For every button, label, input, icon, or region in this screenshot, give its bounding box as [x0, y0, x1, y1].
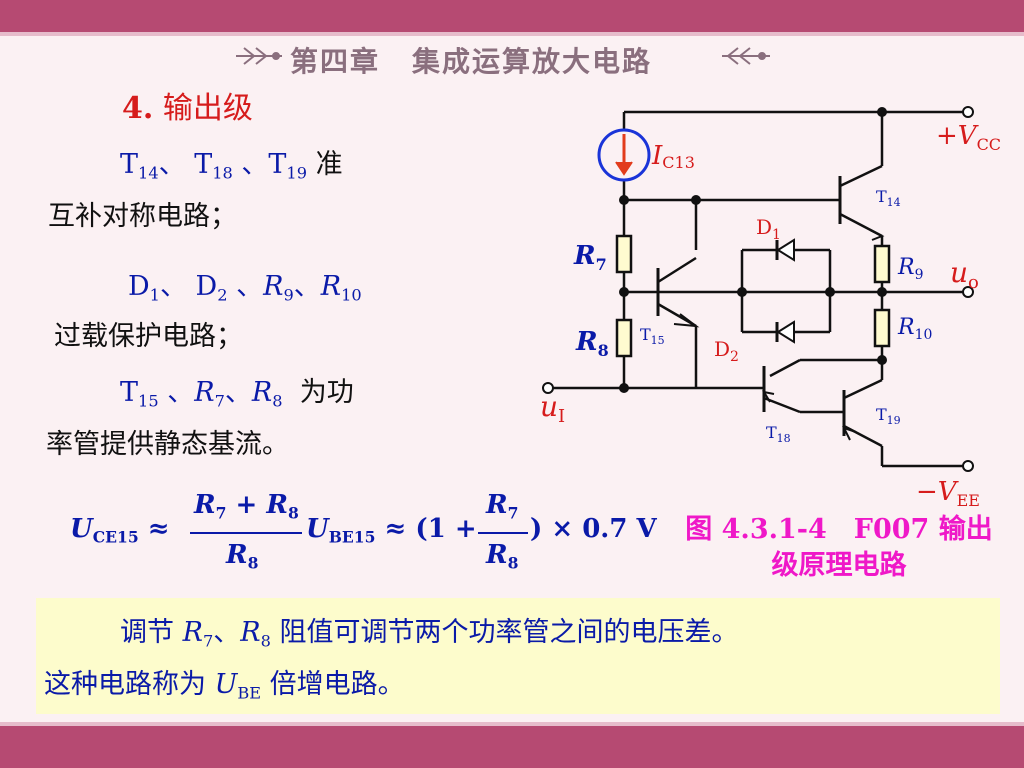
slide-header: 第四章集成运算放大电路: [0, 36, 1024, 80]
label-r7: R7: [573, 241, 607, 274]
label-r9: R9: [897, 255, 924, 283]
section-title: 输出级: [162, 91, 253, 126]
bottom-band: [0, 726, 1024, 768]
paragraph-1-line-2: 互补对称电路；: [48, 201, 237, 232]
formula-tail: ) × 0.7 V: [530, 514, 657, 544]
caption-line-1: 图 4.3.1-4 F007 输出: [685, 514, 993, 545]
left-arrow-ornament-icon: [236, 47, 282, 65]
note-line-2: 这种电路称为 UBE 倍增电路。: [44, 669, 405, 703]
resistor-r7-icon: [615, 234, 633, 274]
uce15-formula: UCE15 ≈ R7 + R8 R8 UBE15 ≈ (1 + R7 R8 ) …: [70, 490, 670, 590]
resistor-r10-icon: [873, 308, 891, 348]
label-r8: R8: [575, 327, 609, 360]
label-uo: uo: [950, 256, 979, 293]
note-box: 调节 R7、R8 阻值可调节两个功率管之间的电压差。 这种电路称为 UBE 倍增…: [36, 598, 1000, 714]
section-number: 4.: [122, 91, 154, 126]
formula-numerator-1: R7 + R8: [194, 490, 299, 523]
paragraph-1-line-1: T14、 T18 、T19 准: [120, 149, 343, 183]
label-ui: uI: [540, 390, 565, 427]
resistor-r9-icon: [873, 244, 891, 284]
label-d1: D1: [756, 215, 781, 243]
top-band-line: [0, 32, 1024, 36]
uo-terminal-icon: [962, 286, 974, 298]
paragraph-2-line-2: 过载保护电路；: [54, 321, 243, 352]
vcc-terminal-icon: [962, 106, 974, 118]
fraction-bar-1: [190, 532, 302, 534]
formula-denominator-1: R8: [226, 540, 259, 573]
header-ornaments: [236, 47, 770, 65]
fraction-bar-2: [478, 532, 528, 534]
chapter-title: 集成运算放大电路: [412, 45, 653, 78]
label-t14: T14: [876, 187, 901, 209]
vee-terminal-icon: [962, 460, 974, 472]
right-arrow-ornament-icon: [722, 47, 770, 65]
formula-numerator-2: R7: [486, 490, 519, 523]
formula-denominator-2: R8: [486, 540, 519, 573]
p3-suffix: 为功: [299, 377, 354, 408]
figure-caption: 图 4.3.1-4 F007 输出 级原理电路: [674, 512, 1004, 584]
resistor-r8-icon: [615, 318, 633, 358]
label-d2: D2: [714, 337, 739, 365]
label-t18: T18: [766, 423, 791, 445]
ui-terminal-icon: [542, 382, 554, 394]
formula-lhs: UCE15 ≈: [70, 514, 170, 547]
formula-ube: UBE15 ≈ (1 +: [306, 514, 477, 547]
note-line-1: 调节 R7、R8 阻值可调节两个功率管之间的电压差。: [120, 617, 739, 651]
paragraph-3-line-2: 率管提供静态基流。: [46, 429, 289, 460]
label-vcc: +VCC: [936, 121, 1001, 154]
p1-suffix: 准: [315, 149, 343, 180]
section-heading: 4. 输出级: [122, 92, 253, 126]
label-r10: R10: [897, 315, 932, 343]
paragraph-2-line-1: D1、 D2 、R9、R10: [128, 271, 362, 305]
diode-d2-icon: [775, 320, 795, 344]
label-i-c13: IC13: [651, 141, 695, 172]
diode-d1-icon: [775, 238, 795, 262]
top-band: [0, 0, 1024, 32]
chapter-label: 第四章: [290, 45, 381, 78]
bottom-band-line: [0, 722, 1024, 726]
page-title: 第四章集成运算放大电路: [290, 40, 652, 80]
label-t19: T19: [876, 405, 901, 427]
label-t15: T15: [640, 325, 665, 347]
label-vee: −VEE: [916, 477, 980, 510]
caption-line-2: 级原理电路: [771, 550, 907, 581]
paragraph-3-line-1: T15 、R7、R8 为功: [120, 377, 354, 411]
